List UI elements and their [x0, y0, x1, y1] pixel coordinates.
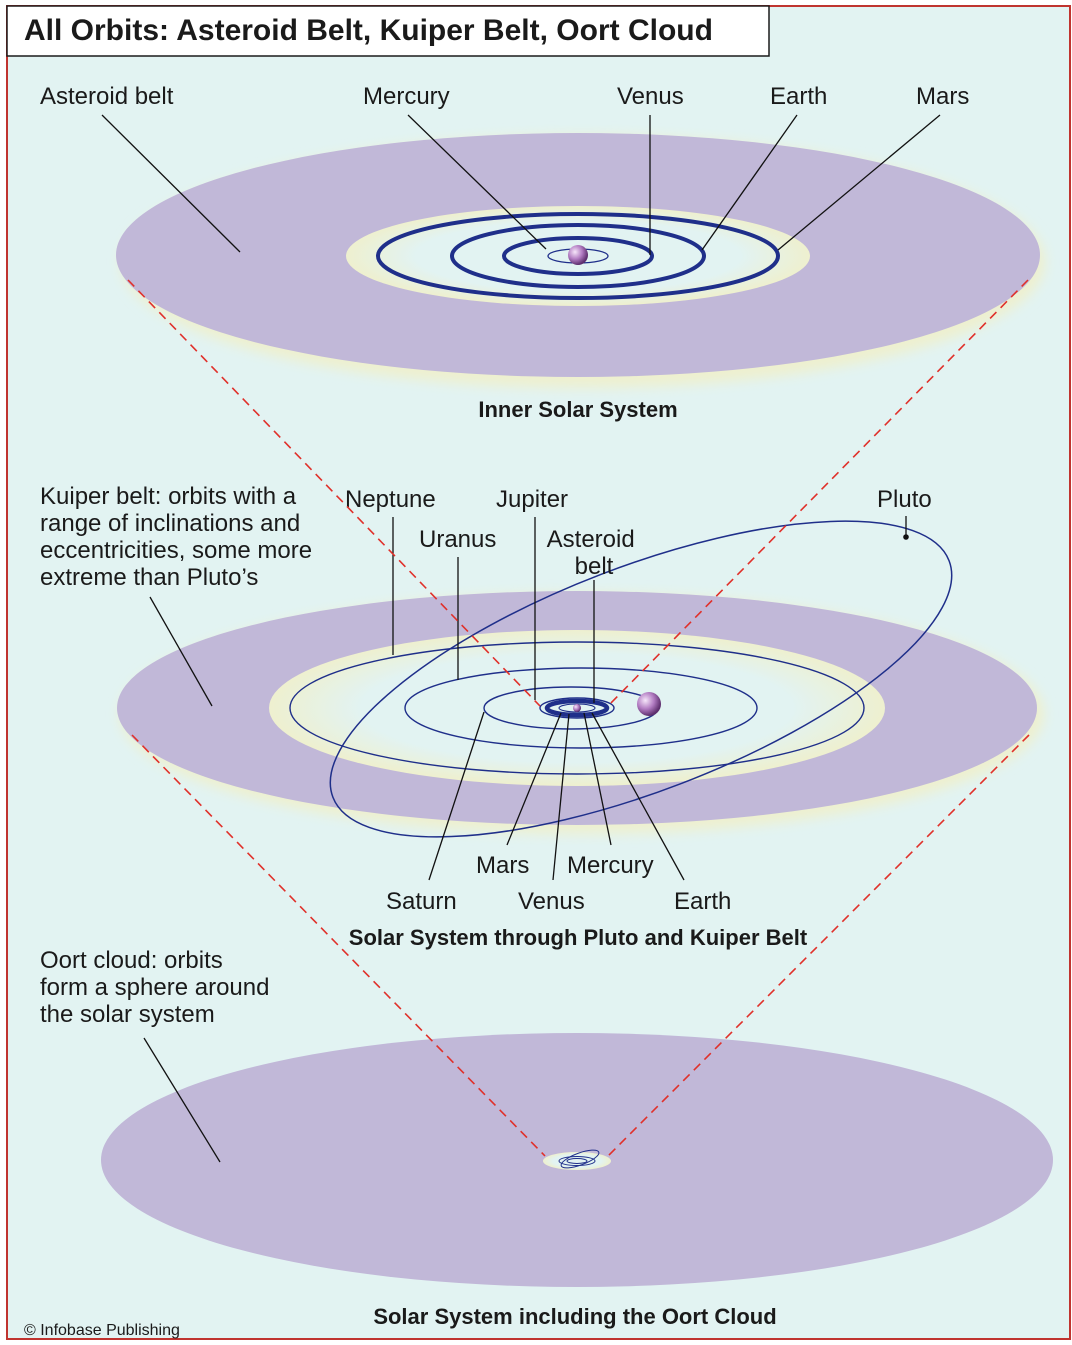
- jupiter-orbit: [539, 697, 615, 719]
- kuiper-label-mars: Mars: [476, 852, 529, 879]
- kuiper-label-jupiter: Jupiter: [496, 486, 568, 513]
- kuiper-label-venus: Venus: [518, 888, 585, 915]
- kuiper-description-line: range of inclinations and: [40, 510, 300, 537]
- title-box: [6, 5, 770, 57]
- kuiper-caption: Solar System through Pluto and Kuiper Be…: [349, 925, 808, 950]
- kuiper-label-asteroid-belt: Asteroid belt: [547, 526, 642, 580]
- pluto-marker: [903, 534, 909, 540]
- planet-icon: [637, 692, 661, 716]
- leader-oort-cloud: [143, 1037, 221, 1163]
- kuiper-label-pluto: Pluto: [877, 486, 932, 513]
- kuiper-label-uranus: Uranus: [419, 526, 496, 553]
- kuiper-description-line: eccentricities, some more: [40, 537, 312, 564]
- kuiper-label-saturn: Saturn: [386, 888, 457, 915]
- earth-orbit: [450, 223, 706, 289]
- inner-label-mars: Mars: [916, 83, 969, 110]
- diagram-title: All Orbits: Asteroid Belt, Kuiper Belt, …: [24, 14, 713, 47]
- kuiper-label-asteroid-belt-line: belt: [575, 553, 614, 580]
- leader-mars: [506, 712, 562, 846]
- connector-inner-left: [127, 279, 541, 707]
- oort-cloud-panel: Oort cloud: orbits form a sphere around …: [40, 947, 1053, 1329]
- inner-label-venus: Venus: [617, 83, 684, 110]
- sun-icon: [568, 245, 588, 265]
- kuiper-asteroid-belt-ring: [544, 698, 610, 718]
- neptune-orbit: [289, 641, 865, 775]
- leader-inner-mercury: [407, 114, 547, 250]
- zoom-connectors: [127, 279, 1030, 1157]
- inner-label-asteroid-belt: Asteroid belt: [40, 83, 174, 110]
- kuiper-description-line: Kuiper belt: orbits with a: [40, 483, 297, 510]
- connector-kuiper-right: [607, 734, 1030, 1157]
- mars-orbit: [376, 212, 780, 300]
- leader-inner-earth: [701, 114, 798, 251]
- leader-saturn: [428, 711, 485, 881]
- leader-venus: [552, 713, 570, 881]
- connector-inner-right: [607, 279, 1029, 707]
- leader-mercury: [583, 712, 612, 846]
- oort-inner-orbit: [566, 1158, 588, 1164]
- uranus-orbit: [404, 667, 758, 749]
- pluto-orbit: [329, 520, 953, 838]
- inner-caption: Inner Solar System: [478, 397, 677, 422]
- kuiper-label-neptune: Neptune: [345, 486, 436, 513]
- kuiper-description-line: extreme than Pluto’s: [40, 564, 258, 591]
- kuiper-sun-icon: [573, 704, 581, 712]
- kuiper-belt-panel: Kuiper belt: orbits with a range of incl…: [40, 483, 1044, 950]
- oort-description-line: form a sphere around: [40, 974, 269, 1001]
- copyright-text: © Infobase Publishing: [24, 1322, 180, 1339]
- oort-clear-region: [543, 1152, 611, 1170]
- inner-label-earth: Earth: [770, 83, 827, 110]
- connector-kuiper-left: [131, 734, 546, 1157]
- kuiper-description: Kuiper belt: orbits with a range of incl…: [40, 483, 319, 591]
- inner-solar-system-panel: Asteroid belt Mercury Venus Earth Mars I…: [40, 83, 1045, 422]
- inner-label-mercury: Mercury: [363, 83, 450, 110]
- venus-orbit: [502, 236, 654, 276]
- oort-inner-orbit: [558, 1156, 596, 1166]
- kuiper-label-asteroid-belt-line: Asteroid: [547, 526, 635, 553]
- kuiper-label-mercury: Mercury: [567, 852, 654, 879]
- oort-description: Oort cloud: orbits form a sphere around …: [40, 947, 276, 1028]
- oort-description-line: Oort cloud: orbits: [40, 947, 223, 974]
- oort-description-line: the solar system: [40, 1001, 215, 1028]
- oort-caption: Solar System including the Oort Cloud: [373, 1304, 776, 1329]
- leader-inner-mars: [777, 114, 941, 251]
- kuiper-label-earth: Earth: [674, 888, 731, 915]
- oort-pluto-orbit: [560, 1149, 600, 1169]
- leader-earth: [591, 712, 685, 881]
- leader-kuiper-belt: [149, 596, 213, 707]
- leader-inner-asteroid-belt: [101, 114, 241, 253]
